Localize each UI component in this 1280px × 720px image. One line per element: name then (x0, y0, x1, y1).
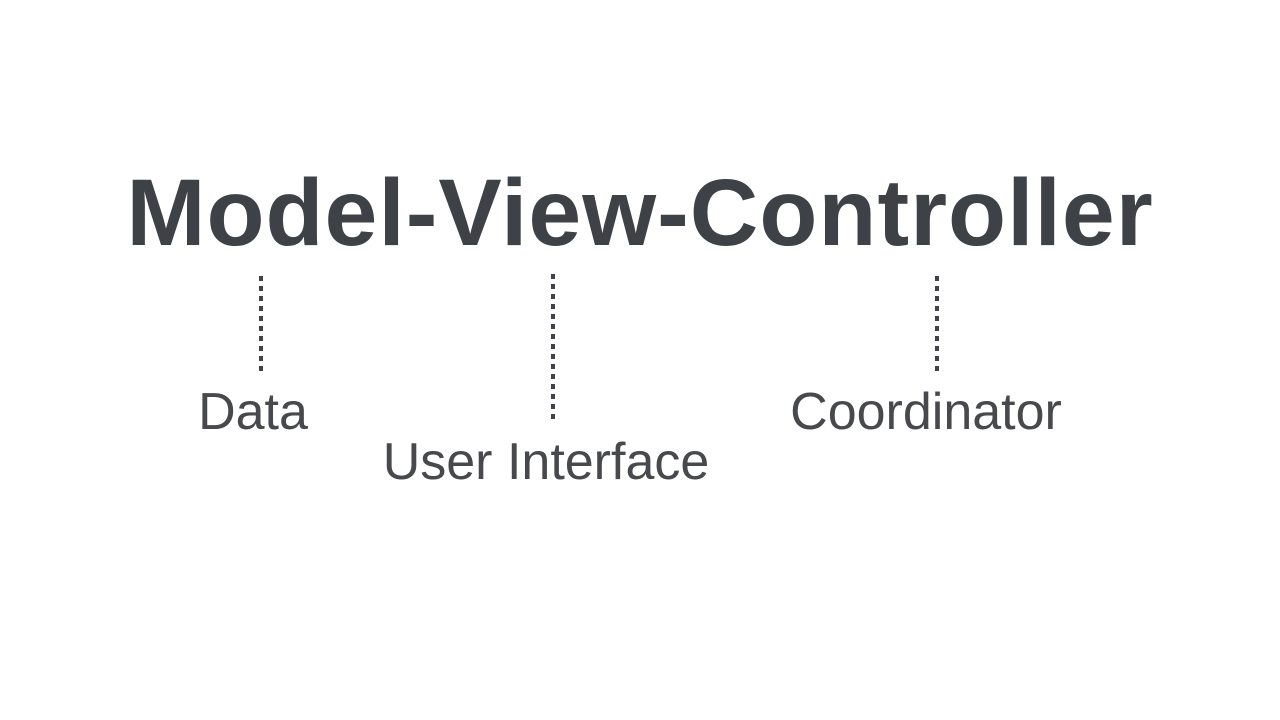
view-label: User Interface (382, 433, 710, 491)
model-label: Data (198, 383, 308, 441)
controller-connector-dotted-line (935, 276, 939, 371)
view-connector-dotted-line (551, 274, 555, 419)
controller-label: Coordinator (790, 383, 1062, 441)
model-connector-dotted-line (259, 276, 263, 371)
mvc-title: Model-View-Controller (126, 160, 1154, 266)
